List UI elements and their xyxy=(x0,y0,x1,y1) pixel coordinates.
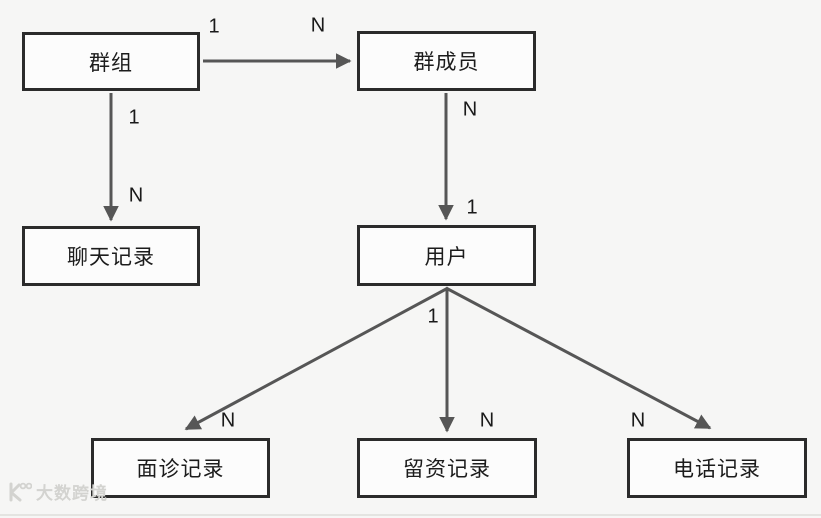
cardinality-lead-n: N xyxy=(479,409,495,432)
entity-lead-records: 留资记录 xyxy=(357,438,537,498)
cardinality-group-chat-1: 1 xyxy=(128,106,140,129)
cardinality-member-user-n: N xyxy=(462,98,478,121)
watermark-text: 大数跨境 xyxy=(36,484,108,503)
cardinality-user-fanout-1: 1 xyxy=(427,305,439,328)
entity-group-member: 群成员 xyxy=(357,31,536,91)
watermark: 大数跨境 xyxy=(6,479,108,504)
entity-chat-records: 聊天记录 xyxy=(22,226,200,286)
arrow-user-to-consult xyxy=(184,286,449,431)
cardinality-consult-n: N xyxy=(220,409,236,432)
bottom-divider xyxy=(0,514,821,516)
cardinality-group-chat-n: N xyxy=(128,184,144,207)
cardinality-member-n: N xyxy=(310,14,326,37)
cardinality-call-n: N xyxy=(630,409,646,432)
entity-call-records: 电话记录 xyxy=(627,438,807,498)
entity-consult-records: 面诊记录 xyxy=(91,438,270,498)
entity-user: 用户 xyxy=(357,225,536,286)
watermark-logo-icon xyxy=(9,482,32,501)
cardinality-group-1: 1 xyxy=(208,15,220,38)
arrow-user-to-call xyxy=(445,286,712,430)
cardinality-member-user-1: 1 xyxy=(466,196,478,219)
entity-group: 群组 xyxy=(22,32,200,91)
